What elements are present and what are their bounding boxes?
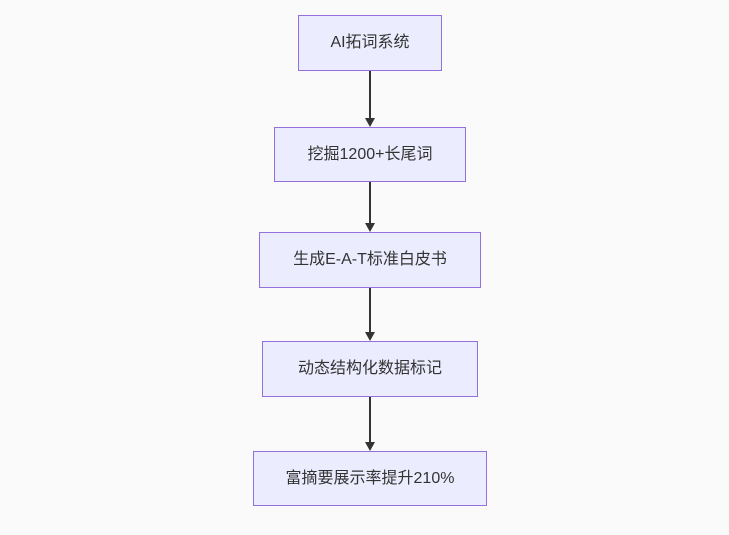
arrow-connector	[365, 182, 375, 232]
flow-node-dynamic-structured-data-markup: 动态结构化数据标记	[262, 341, 478, 397]
flow-node-mine-longtail-keywords: 挖掘1200+长尾词	[274, 127, 466, 182]
flow-node-generate-eat-whitepaper: 生成E-A-T标准白皮书	[259, 232, 481, 288]
arrow-line	[369, 182, 371, 224]
arrow-head-icon	[365, 332, 375, 341]
flow-node-ai-word-expansion-system: AI拓词系统	[298, 15, 442, 71]
arrow-connector	[365, 288, 375, 341]
flow-node-label: 动态结构化数据标记	[297, 360, 442, 378]
flowchart: AI拓词系统 挖掘1200+长尾词 生成E-A-T标准白皮书 动态结构化数据标记	[253, 15, 487, 506]
flow-node-label: AI拓词系统	[330, 34, 410, 52]
arrow-connector	[365, 397, 375, 451]
arrow-line	[369, 397, 371, 443]
arrow-line	[369, 71, 371, 119]
arrow-head-icon	[365, 223, 375, 232]
arrow-head-icon	[365, 442, 375, 451]
arrow-connector	[365, 71, 375, 127]
flow-node-rich-snippet-rate-increase: 富摘要展示率提升210%	[253, 451, 487, 506]
flow-node-label: 富摘要展示率提升210%	[285, 469, 455, 487]
flow-node-label: 挖掘1200+长尾词	[307, 145, 433, 163]
flow-node-label: 生成E-A-T标准白皮书	[293, 251, 447, 269]
arrow-head-icon	[365, 118, 375, 127]
arrow-line	[369, 288, 371, 333]
